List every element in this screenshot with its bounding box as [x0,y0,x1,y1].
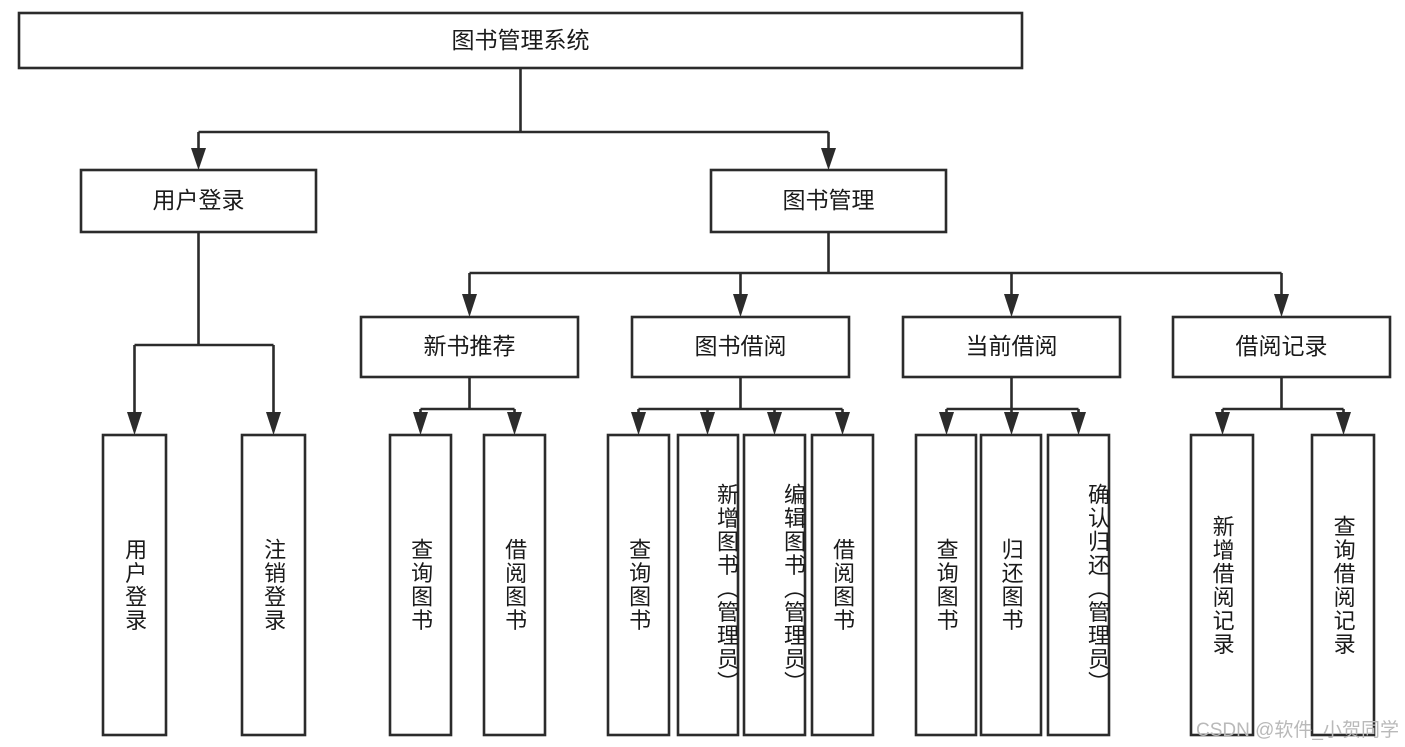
leaf-box-user-login[interactable] [101,433,168,737]
node-new-book-recommend[interactable]: 新书推荐 [359,315,580,379]
node-book-borrow[interactable]: 图书借阅 [630,315,851,379]
node-root-label: 图书管理系统 [452,27,590,53]
leaf-box-query-book-3[interactable] [914,433,978,737]
node-book-management[interactable]: 图书管理 [709,168,948,234]
node-borrow-record[interactable]: 借阅记录 [1171,315,1392,379]
leaf-box-edit-book-admin[interactable] [742,433,807,737]
leaf-box-query-book-2[interactable] [606,433,671,737]
arrow-head-newbook-leaf-2 [507,412,522,435]
node-user-login[interactable]: 用户登录 [79,168,318,234]
node-book-borrow-box[interactable] [630,315,851,379]
leaf-label-borrow-book-1: 借阅图书 [502,538,528,632]
leaf-label-query-borrow-record: 查询借阅记录 [1330,514,1356,656]
arrow-head-bookborrow-leaf-3 [767,412,782,435]
leaf-label-query-book-3: 查询图书 [933,538,959,632]
leaf-box-borrow-book-2[interactable] [810,433,875,737]
leaf-boxes [101,433,1376,737]
arrow-head-bookborrow-leaf-1 [631,412,646,435]
node-user-login-box[interactable] [79,168,318,234]
arrow-head-bookborrow-leaf-4 [835,412,850,435]
connector-group-book-borrow [631,377,850,435]
leaf-box-confirm-return-admin[interactable] [1046,433,1111,737]
connector-group-borrow-record [1215,377,1351,435]
leaf-label-query-book-2: 查询图书 [626,538,652,632]
leaf-label-add-book-admin: 新增图书（管理员） [714,483,739,695]
node-current-borrow[interactable]: 当前借阅 [901,315,1122,379]
node-borrow-record-box[interactable] [1171,315,1392,379]
node-current-borrow-box[interactable] [901,315,1122,379]
node-book-management-label: 图书管理 [783,187,875,213]
node-new-book-recommend-label: 新书推荐 [424,333,516,359]
leaf-label-logout: 注销登录 [261,538,287,632]
arrow-head-user-login [191,148,206,170]
leaf-box-borrow-book-1[interactable] [482,433,547,737]
leaf-label-return-book: 归还图书 [998,538,1024,632]
connector-group-new-book-rec [413,377,522,435]
node-root[interactable]: 图书管理系统 [17,11,1024,70]
leaf-box-return-book[interactable] [979,433,1043,737]
arrow-head-currentborrow-leaf-3 [1071,412,1086,435]
leaf-box-add-book-admin[interactable] [676,433,740,737]
leaf-label-user-login: 用户登录 [122,538,148,632]
arrow-head-currentborrow-leaf-1 [939,412,954,435]
leaf-label-add-borrow-record: 新增借阅记录 [1209,514,1235,656]
arrow-head-borrowrecord-leaf-1 [1215,412,1230,435]
connector-group-user-login [127,232,281,435]
connector-group-current-borrow [939,377,1086,435]
node-book-management-box[interactable] [709,168,948,234]
leaf-box-query-book-1[interactable] [388,433,453,737]
node-root-box[interactable] [17,11,1024,70]
leaf-box-logout[interactable] [240,433,307,737]
arrow-head-leaf-logout [266,412,281,435]
leaf-label-borrow-book-2: 借阅图书 [830,538,856,632]
arrow-head-book-borrow [733,294,748,317]
node-borrow-record-label: 借阅记录 [1236,333,1328,359]
node-new-book-recommend-box[interactable] [359,315,580,379]
arrow-head-new-book-rec [462,294,477,317]
node-user-login-label: 用户登录 [153,187,245,213]
arrow-head-borrowrecord-leaf-2 [1336,412,1351,435]
arrow-head-borrow-record [1274,294,1289,317]
arrow-head-newbook-leaf-1 [413,412,428,435]
arrow-head-bookborrow-leaf-2 [700,412,715,435]
connector-group-root [191,68,836,170]
arrow-head-leaf-user-login [127,412,142,435]
arrow-head-currentborrow-leaf-2 [1004,412,1019,435]
arrow-head-book-mgmt [821,148,836,170]
leaf-label-query-book-1: 查询图书 [408,538,434,632]
connector-group-book-mgmt [462,232,1289,317]
arrow-head-current-borrow [1004,294,1019,317]
leaf-box-add-borrow-record[interactable] [1189,433,1255,737]
watermark-text: CSDN @软件_小贺同学 [1196,720,1399,741]
node-current-borrow-label: 当前借阅 [966,333,1058,359]
node-book-borrow-label: 图书借阅 [695,333,787,359]
leaf-label-confirm-return-admin: 确认归还（管理员） [1085,483,1110,695]
leaf-box-query-borrow-record[interactable] [1310,433,1376,737]
leaf-label-edit-book-admin: 编辑图书（管理员） [781,483,806,695]
